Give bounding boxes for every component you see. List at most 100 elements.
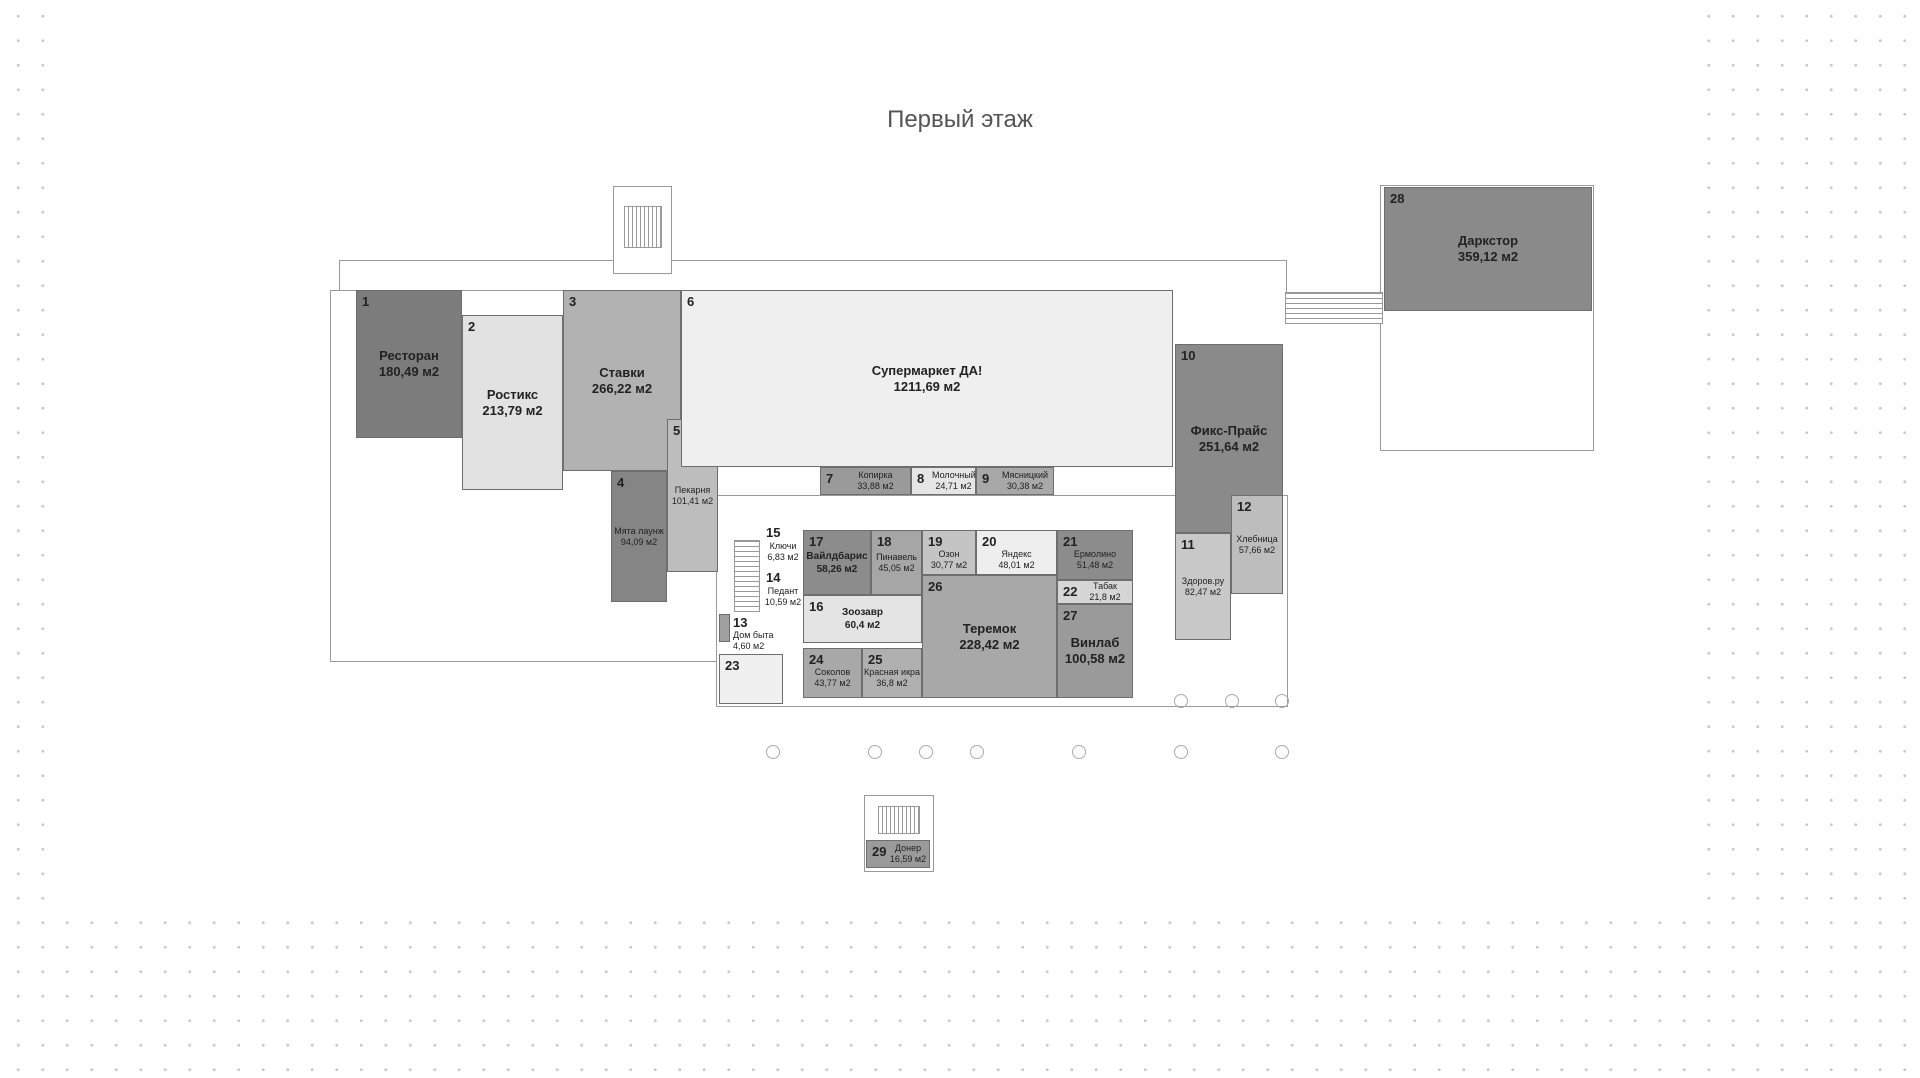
room-name: Соколов [814,667,851,677]
room-number: 6 [687,294,695,309]
room-area: 51,48 м2 [1076,560,1114,570]
room-number: 25 [868,652,883,667]
room-area: 30,38 м2 [1006,481,1044,491]
room-area: 94,09 м2 [620,536,658,547]
room-area: 359,12 м2 [1457,249,1519,264]
room-name: Винлаб [1070,635,1120,650]
stair-north [624,206,662,248]
column [919,745,933,759]
room-name: Молочный [932,470,976,480]
room-name: Пекарня [674,484,711,495]
room-number: 9 [982,471,990,486]
room-number: 27 [1063,608,1078,623]
column [766,745,780,759]
room-area: 48,01 м2 [998,560,1035,570]
room-name: Ермолино [1073,549,1117,559]
room-number: 20 [982,534,997,549]
room-area: 101,41 м2 [671,495,714,506]
column [1072,745,1086,759]
column [868,745,882,759]
column [1174,694,1188,708]
room-name: Супермаркет ДА! [871,362,983,378]
room-number: 16 [809,599,824,614]
column [1174,745,1188,759]
bridge-stair [1285,292,1383,324]
room-name: Ставки [599,364,645,380]
room-area: 1211,69 м2 [893,378,961,394]
room-area: 24,71 м2 [935,481,972,491]
room-area: 45,05 м2 [878,562,915,573]
room-area: 82,47 м2 [1184,586,1222,597]
room-number: 29 [872,844,887,859]
room-name: Ключи [769,541,797,551]
room-name: Табак [1093,581,1117,591]
room-name: Теремок [962,620,1017,636]
room-number: 15 [766,525,781,540]
room-number: 19 [928,534,943,549]
room-number: 4 [617,475,625,490]
room-area: 36,8 м2 [876,678,908,688]
column [970,745,984,759]
room-name: Здоров.ру [1181,575,1225,586]
room-name: Дом быта [733,630,774,640]
room-area: 228,42 м2 [959,636,1020,652]
room-23[interactable]: 23 [719,654,783,704]
room-name: Красная икра [863,667,921,677]
room-area: 6,83 м2 [767,552,799,562]
room-area: 33,88 м2 [857,481,894,491]
room-number: 5 [673,423,681,438]
room-number: 7 [826,471,834,486]
column [1275,745,1289,759]
room-area: 180,49 м2 [378,364,440,379]
room-area: 43,77 м2 [814,678,851,688]
room-name: Мята лаунж [614,525,664,536]
room-number: 12 [1237,499,1252,514]
room-area: 251,64 м2 [1198,438,1260,454]
room-number: 23 [725,658,740,673]
room-number: 10 [1181,348,1196,363]
room-number: 14 [766,570,781,585]
room-number: 11 [1181,537,1195,552]
floor-title: Первый этаж [887,106,1033,133]
room-name: Педант [767,586,799,596]
